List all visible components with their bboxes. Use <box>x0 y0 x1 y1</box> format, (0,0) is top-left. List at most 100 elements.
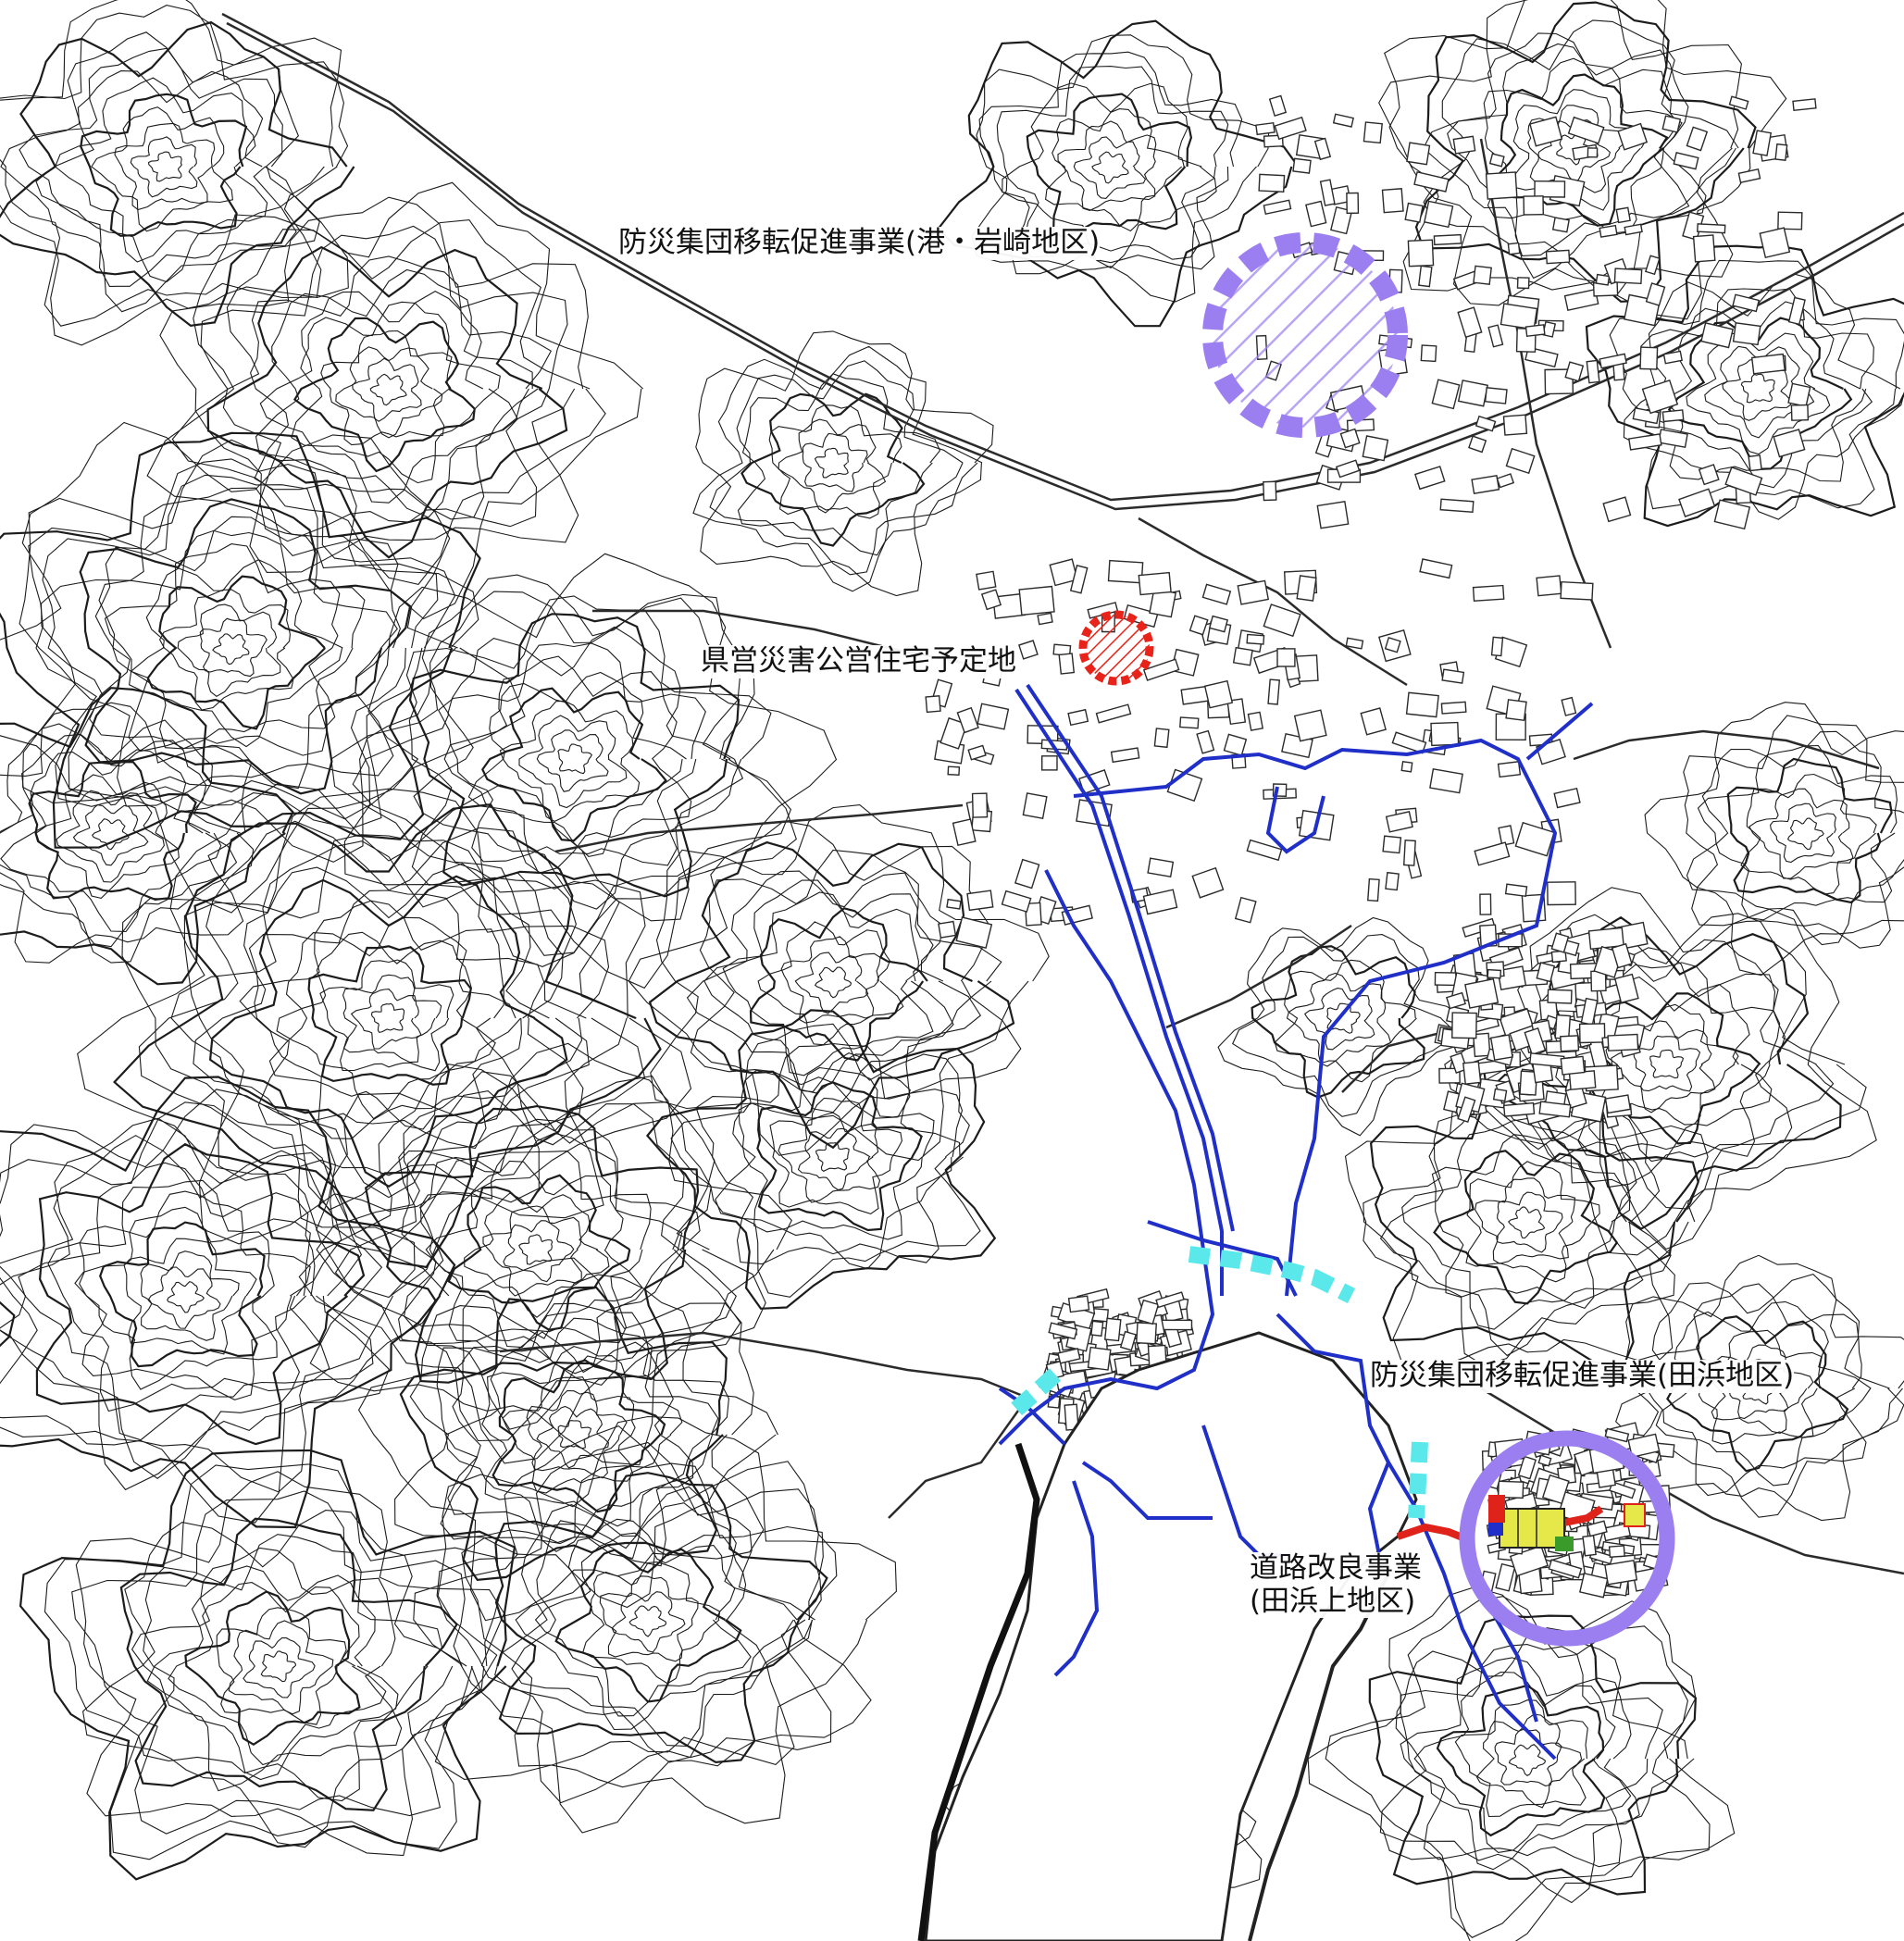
building-footprint <box>1514 821 1555 857</box>
contour-line <box>19 1449 516 1881</box>
building-footprint <box>1441 668 1465 684</box>
building-footprint <box>1014 858 1040 890</box>
building-footprint <box>1582 1535 1597 1557</box>
building-footprint <box>1534 180 1566 198</box>
contour-line <box>740 392 926 547</box>
contour-line <box>72 804 149 866</box>
relocation-minato-iwasaki-marker <box>1202 232 1408 438</box>
building-footprint <box>1475 415 1497 432</box>
contour-line <box>352 357 422 422</box>
contour-line <box>738 1066 935 1240</box>
building-footprint <box>1489 1034 1513 1061</box>
contour-line <box>56 790 165 883</box>
building-footprint <box>1407 239 1435 268</box>
contour-line <box>104 543 341 750</box>
building-footprint <box>1692 234 1716 263</box>
building-footprint <box>1381 188 1404 214</box>
contour-line <box>670 1023 981 1298</box>
contour-line <box>0 1089 450 1524</box>
contour-line <box>0 421 526 914</box>
contour-line <box>780 936 881 1024</box>
building-footprint <box>1153 728 1170 749</box>
contour-line <box>170 840 584 1211</box>
road-line <box>888 1397 1029 1519</box>
contour-line <box>47 1179 311 1412</box>
contour-line <box>1307 1586 1736 1941</box>
building-footprint <box>1617 122 1649 151</box>
contour-line <box>268 916 522 1130</box>
contour-line <box>815 1142 850 1172</box>
contour-line <box>1002 82 1217 269</box>
contour-line <box>208 875 568 1188</box>
building-footprint <box>1537 1454 1552 1467</box>
contour-line <box>19 439 479 863</box>
building-footprint <box>1263 480 1277 502</box>
building-footprint <box>1774 143 1788 161</box>
building-footprint <box>1103 1317 1122 1342</box>
building-footprint <box>1790 404 1810 421</box>
contour-line <box>259 290 518 504</box>
building-footprint <box>1538 1101 1572 1118</box>
building-footprint <box>1496 473 1515 489</box>
building-footprint <box>1138 571 1172 596</box>
contour-line <box>1431 1134 1632 1310</box>
contour-line <box>370 1002 405 1034</box>
contour-line <box>342 974 442 1064</box>
contour-line <box>1423 32 1707 280</box>
building-footprint <box>1578 1572 1609 1599</box>
label-public-housing-site: 県営災害公営住宅予定地 <box>701 644 1016 678</box>
building-footprint <box>1067 708 1089 727</box>
building-footprint <box>1524 324 1546 338</box>
building-footprint <box>1446 991 1466 1010</box>
building-footprint <box>1196 729 1215 754</box>
contour-line <box>1511 89 1647 211</box>
building-footprint <box>1048 1322 1078 1340</box>
building-footprint <box>1500 303 1538 330</box>
building-footprint <box>1335 459 1361 479</box>
building-footprint <box>1686 126 1709 152</box>
building-footprint <box>1363 121 1383 144</box>
building-footprint <box>1487 324 1504 348</box>
contour-line <box>1649 1049 1685 1079</box>
building-footprint <box>1037 612 1053 626</box>
building-footprint <box>1613 973 1639 1004</box>
building-footprint <box>1474 841 1511 866</box>
contour-line <box>320 330 453 446</box>
building-footprint <box>1431 379 1461 410</box>
contour-line <box>199 617 268 678</box>
building-footprint <box>1661 409 1685 423</box>
building-footprint <box>1457 1096 1476 1123</box>
building-footprint <box>1430 721 1460 747</box>
building-footprint <box>1142 658 1180 681</box>
contour-line <box>709 360 964 576</box>
building-footprint <box>1090 1320 1104 1338</box>
building-footprint <box>1345 637 1364 650</box>
building-footprint <box>1268 94 1288 117</box>
building-footprint <box>1697 223 1726 234</box>
building-footprint <box>1541 1474 1570 1505</box>
building-footprint <box>1645 282 1666 306</box>
contour-line <box>260 1650 296 1683</box>
building-footprint <box>1208 615 1229 633</box>
building-footprint <box>966 890 994 912</box>
contour-line <box>494 1486 815 1763</box>
contour-line <box>99 1221 266 1368</box>
contour-line <box>715 1051 964 1270</box>
building-footprint <box>1049 558 1078 587</box>
contour-line <box>243 1637 316 1698</box>
building-footprint <box>980 589 1002 611</box>
building-footprint <box>1497 761 1522 778</box>
building-footprint <box>1433 233 1462 246</box>
contour-line <box>309 1042 792 1466</box>
contour-line <box>307 945 472 1086</box>
building-footprint <box>1700 322 1734 349</box>
contour-line <box>722 891 934 1076</box>
contour-line <box>0 431 481 849</box>
building-footprint <box>1405 691 1439 718</box>
building-footprint <box>1313 137 1332 161</box>
contour-line <box>0 5 339 327</box>
public-housing-site-marker <box>1078 610 1154 686</box>
contour-line <box>1414 1 1757 303</box>
building-footprint <box>1123 603 1159 628</box>
